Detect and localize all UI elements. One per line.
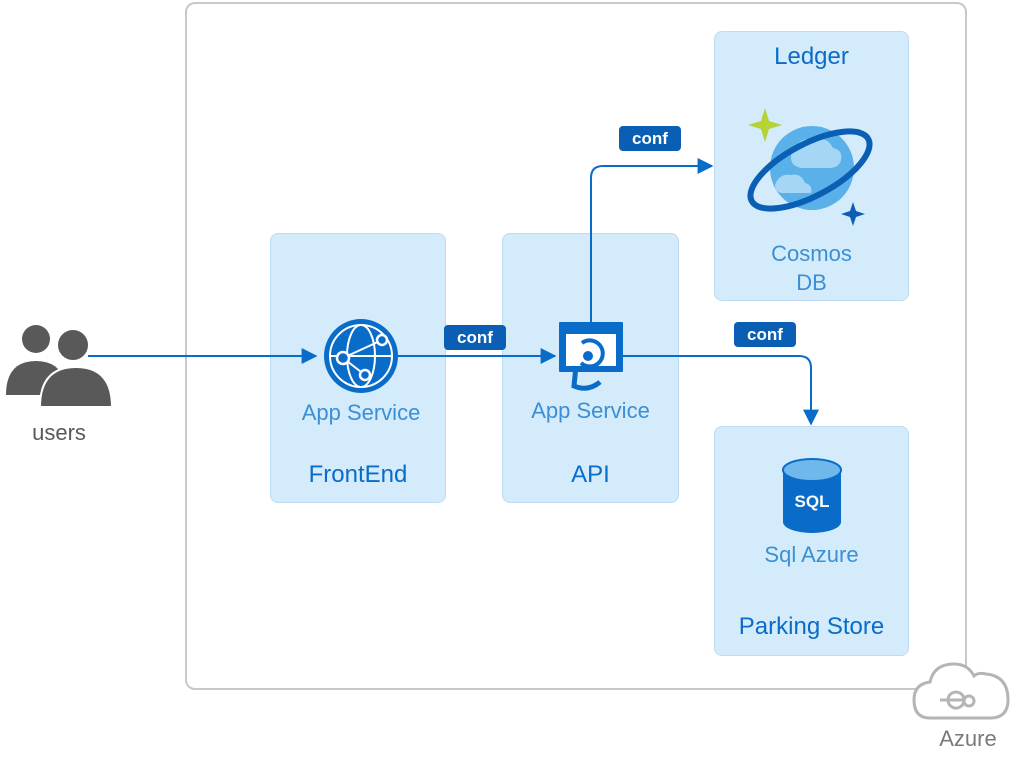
frontend-title: FrontEnd [308,461,408,488]
azure-label: Azure [939,726,997,751]
azure-cloud-icon [912,662,1010,720]
azure-boundary [185,2,967,690]
users-label: users [32,420,86,445]
sql-icon-text: SQL [795,492,830,511]
frontend-box [270,233,446,503]
ledger-title: Ledger [774,43,849,70]
app-service-globe-icon [324,319,398,393]
frontend-service-label: App Service [301,400,421,425]
conf-badge-frontend-api: conf [444,325,506,350]
edge-api-ledger [590,158,714,322]
api-title: API [571,461,610,488]
edge-api-parking-store [622,355,819,426]
parking-store-service-label: Sql Azure [764,542,859,567]
conf-badge-api-ledger: conf [619,126,681,151]
parking-store-title: Parking Store [738,613,885,640]
cosmos-db-icon [747,108,873,226]
conf-badge-api-parking-store: conf [734,322,796,347]
sql-database-icon: SQL [782,458,842,533]
ledger-service-label-line2: DB [796,270,827,295]
api-service-label: App Service [531,398,650,423]
app-service-api-icon [559,322,623,391]
users-icon [6,325,114,408]
ledger-service-label-line1: Cosmos [771,241,852,266]
